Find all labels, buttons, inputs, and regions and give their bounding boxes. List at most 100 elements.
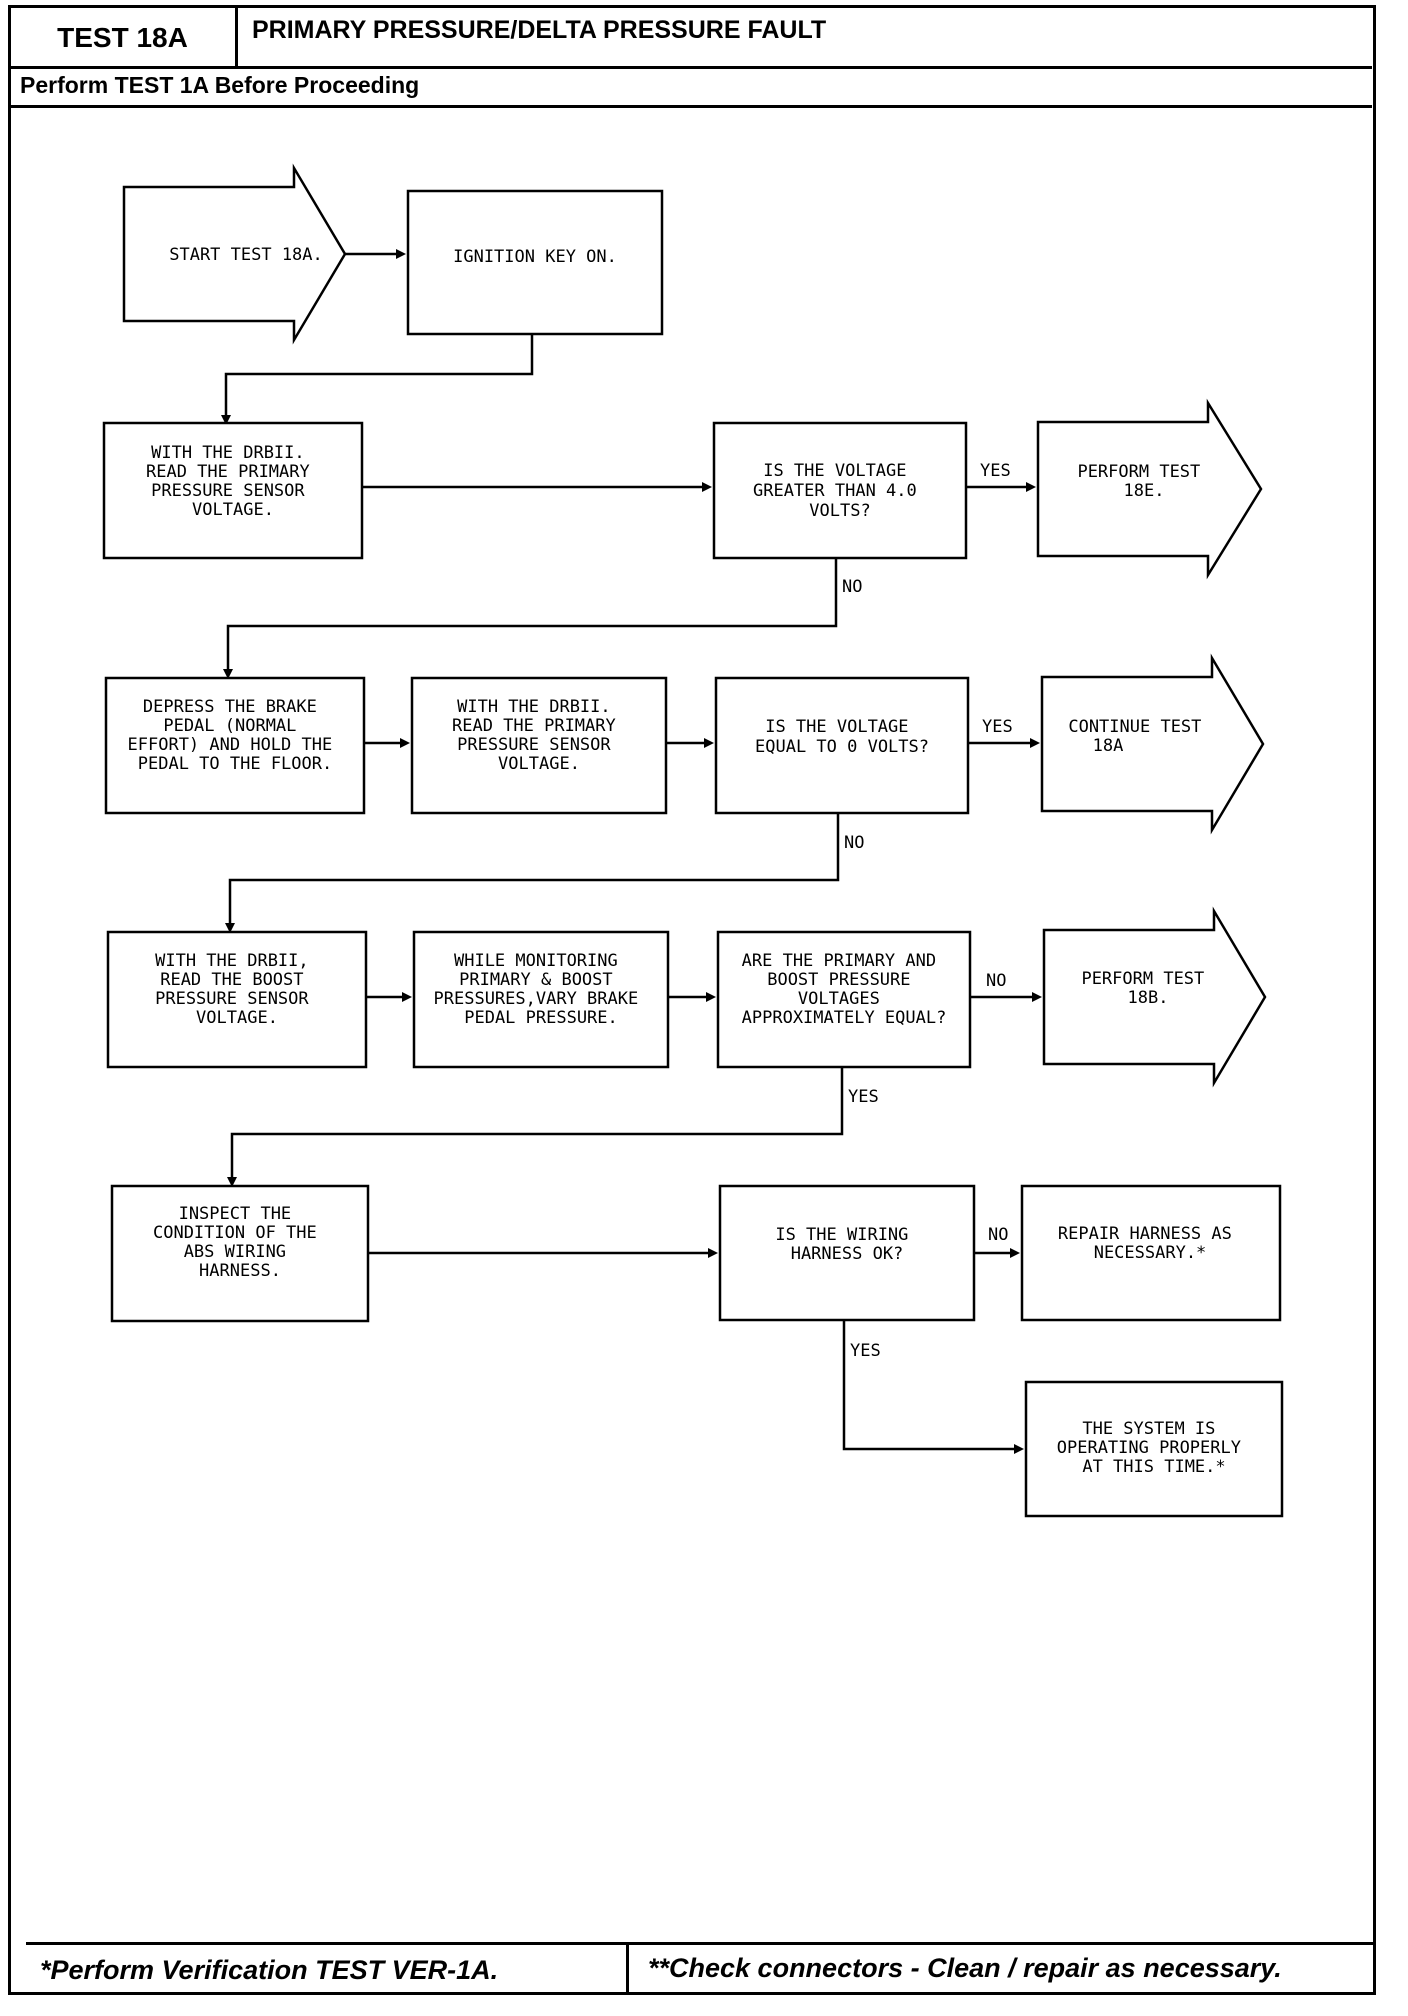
repair-harness-text: REPAIR HARNESS AS NECESSARY.* <box>1058 1224 1242 1263</box>
header-divider <box>10 66 1372 69</box>
branch-labels: YES NO YES NO NO YES NO YES <box>842 461 1013 1361</box>
text-line: HARNESS. <box>199 1261 281 1281</box>
decision-voltage-equal-0 <box>714 676 970 815</box>
perform-18b-arrow <box>1042 906 1267 1088</box>
text-line: EFFORT) AND HOLD THE <box>128 735 333 755</box>
decision-equal-0-text: IS THE VOLTAGE EQUAL TO 0 VOLTS? <box>755 717 929 757</box>
text-line: PRESSURE SENSOR <box>457 735 611 755</box>
page-subtitle: Perform TEST 1A Before Proceeding <box>20 72 420 98</box>
decision-harness-ok <box>718 1184 976 1322</box>
text-line: HARNESS OK? <box>791 1244 904 1264</box>
read-primary-1-text: WITH THE DRBII. READ THE PRIMARY PRESSUR… <box>146 443 320 520</box>
text-line: DEPRESS THE BRAKE <box>143 697 317 717</box>
text-line: THE SYSTEM IS <box>1082 1419 1215 1439</box>
perform-18e-text: PERFORM TEST 18E. <box>1077 462 1210 501</box>
text-line: VOLTS? <box>809 501 870 521</box>
read-primary-step-2 <box>410 676 668 815</box>
text-line: EQUAL TO 0 VOLTS? <box>755 737 929 757</box>
footer-column-divider <box>626 1944 629 1994</box>
text-line: PERFORM TEST <box>1077 462 1200 482</box>
repair-harness-step <box>1020 1184 1282 1322</box>
read-primary-2-text: WITH THE DRBII. READ THE PRIMARY PRESSUR… <box>452 697 626 774</box>
text-line: OPERATING PROPERLY <box>1057 1438 1241 1458</box>
test-id: TEST 18A <box>10 8 238 68</box>
yes-label: YES <box>982 717 1013 737</box>
footer-divider <box>26 1942 1376 1945</box>
text-line: CONTINUE TEST <box>1068 717 1201 737</box>
text-line: READ THE PRIMARY <box>146 462 310 482</box>
text-line: GREATER THAN 4.0 <box>753 481 917 501</box>
decision-voltage-greater-4 <box>712 421 968 560</box>
text-line: WHILE MONITORING <box>454 951 618 971</box>
text-line: IS THE WIRING <box>775 1225 908 1245</box>
footer-verification-note: *Perform Verification TEST VER-1A. <box>40 1955 499 1985</box>
page-frame <box>8 5 1376 1995</box>
perform-18e-arrow <box>1036 398 1263 580</box>
text-line: PRESSURE SENSOR <box>155 989 309 1009</box>
no-label: NO <box>844 833 864 853</box>
no-label: NO <box>988 1225 1008 1245</box>
text-line: PEDAL PRESSURE. <box>464 1008 618 1028</box>
shapes <box>102 163 1284 1518</box>
depress-pedal-step <box>104 676 366 815</box>
ignition-step <box>406 189 664 336</box>
text-line: START TEST 18A. <box>169 245 323 265</box>
text-line: VOLTAGES <box>798 989 880 1009</box>
text-line: 18E. <box>1124 481 1165 501</box>
text-line: CONDITION OF THE <box>153 1223 317 1243</box>
text-line: PRESSURE SENSOR <box>151 481 305 501</box>
text-line: REPAIR HARNESS AS <box>1058 1224 1232 1244</box>
monitor-step <box>412 930 670 1069</box>
perform-18b-text: PERFORM TEST 18B. <box>1081 969 1214 1008</box>
text-line: PERFORM TEST <box>1081 969 1204 989</box>
decision-greater-4-text: IS THE VOLTAGE GREATER THAN 4.0 VOLTS? <box>753 461 927 521</box>
text-line: WITH THE DRBII. <box>457 697 611 717</box>
continue-18a-text: CONTINUE TEST 18A <box>1068 717 1211 756</box>
read-boost-step <box>106 930 368 1069</box>
text-line: 18B. <box>1128 988 1169 1008</box>
text-line: IS THE VOLTAGE <box>765 717 908 737</box>
connectors <box>221 249 1042 1454</box>
decision-approx-equal <box>716 930 972 1069</box>
yes-label: YES <box>850 1341 881 1361</box>
monitor-text: WHILE MONITORING PRIMARY & BOOST PRESSUR… <box>434 951 649 1028</box>
continue-18a-arrow <box>1040 653 1265 835</box>
text-line: INSPECT THE <box>179 1204 292 1224</box>
no-label: NO <box>986 971 1006 991</box>
text-line: AT THIS TIME.* <box>1082 1457 1225 1477</box>
start-step-arrow <box>122 163 347 345</box>
decision-harness-ok-text: IS THE WIRING HARNESS OK? <box>775 1225 918 1264</box>
system-ok-text: THE SYSTEM IS OPERATING PROPERLY AT THIS… <box>1057 1419 1251 1477</box>
ignition-step-text: IGNITION KEY ON. <box>453 247 617 267</box>
text-line: VOLTAGE. <box>196 1008 278 1028</box>
text-line: READ THE PRIMARY <box>452 716 616 736</box>
text-line: WITH THE DRBII. <box>151 443 305 463</box>
text-line: IGNITION KEY ON. <box>453 247 617 267</box>
text-line: PRIMARY & BOOST <box>459 970 613 990</box>
read-primary-step-1 <box>102 421 364 560</box>
text-line: ABS WIRING <box>184 1242 286 1262</box>
no-label: NO <box>842 577 862 597</box>
text-line: READ THE BOOST <box>160 970 303 990</box>
page-title: PRIMARY PRESSURE/DELTA PRESSURE FAULT <box>252 16 827 44</box>
text-line: WITH THE DRBII, <box>155 951 309 971</box>
text-line: BOOST PRESSURE <box>767 970 910 990</box>
start-step-text: START TEST 18A. <box>169 245 323 265</box>
text-line: PEDAL TO THE FLOOR. <box>138 754 332 774</box>
read-boost-text: WITH THE DRBII, READ THE BOOST PRESSURE … <box>155 951 319 1028</box>
text-line: ARE THE PRIMARY AND <box>742 951 936 971</box>
yes-label: YES <box>848 1087 879 1107</box>
text-line: NECESSARY.* <box>1094 1243 1207 1263</box>
system-ok-step <box>1024 1380 1284 1518</box>
depress-pedal-text: DEPRESS THE BRAKE PEDAL (NORMAL EFFORT) … <box>128 697 343 774</box>
decision-approx-equal-text: ARE THE PRIMARY AND BOOST PRESSURE VOLTA… <box>742 951 947 1028</box>
inspect-step <box>110 1184 370 1323</box>
footer-connectors-note: **Check connectors - Clean / repair as n… <box>648 1953 1282 1983</box>
text-line: PEDAL (NORMAL <box>163 716 296 736</box>
header-divider <box>10 105 1372 108</box>
text-line: PRESSURES,VARY BRAKE <box>434 989 639 1009</box>
text-line: VOLTAGE. <box>498 754 580 774</box>
text-line: VOLTAGE. <box>192 500 274 520</box>
yes-label: YES <box>980 461 1011 481</box>
